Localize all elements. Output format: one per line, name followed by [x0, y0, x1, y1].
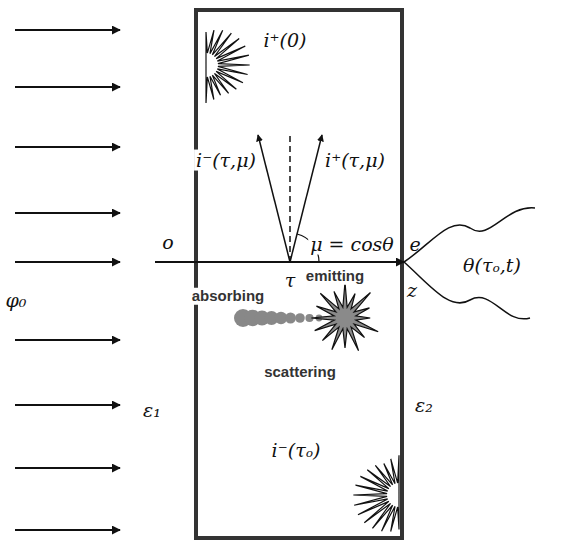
absorption-dots — [234, 309, 322, 327]
emissivity-label: ε₂ — [415, 395, 433, 416]
intensity-label: i⁺(0) — [261, 30, 308, 51]
source-burst — [353, 455, 399, 531]
depth-label: τ — [285, 270, 296, 291]
temperature-label: θ(τₒ,t) — [461, 255, 523, 276]
slab-border — [196, 10, 402, 538]
incident-arrow — [15, 339, 120, 341]
incident-arrow — [15, 261, 120, 263]
incident-arrow — [15, 467, 120, 469]
angle-label: μ = cosθ — [308, 234, 396, 255]
absorption-dot — [295, 313, 305, 323]
intensity-arrow — [258, 135, 290, 262]
normal-dashed — [289, 132, 291, 262]
process-label: absorbing — [190, 288, 267, 305]
source-burst — [206, 30, 250, 103]
incident-arrow — [15, 29, 120, 31]
boundary-label: e — [409, 234, 420, 255]
process-label: scattering — [262, 364, 338, 381]
intensity-label: i⁻(τₒ) — [270, 440, 323, 461]
flux-symbol: φ₀ — [4, 290, 29, 311]
absorption-dot — [285, 313, 296, 324]
intensity-label: i⁻(τ,μ) — [194, 150, 258, 171]
incident-arrow — [15, 529, 120, 531]
incident-arrow — [15, 404, 120, 406]
emissivity-label: ε₁ — [143, 400, 161, 421]
starbursts — [206, 30, 399, 531]
incident-arrow — [15, 86, 120, 88]
z-axis — [155, 261, 404, 263]
intensity-label: i⁺(τ,μ) — [323, 150, 387, 171]
emission-star — [311, 282, 378, 350]
incident-arrow — [15, 146, 120, 148]
process-label: emitting — [304, 268, 366, 285]
incident-arrow — [15, 212, 120, 214]
origin-label: o — [162, 232, 173, 253]
incident-flux-arrows — [15, 30, 120, 530]
axis-label: z — [407, 280, 417, 301]
